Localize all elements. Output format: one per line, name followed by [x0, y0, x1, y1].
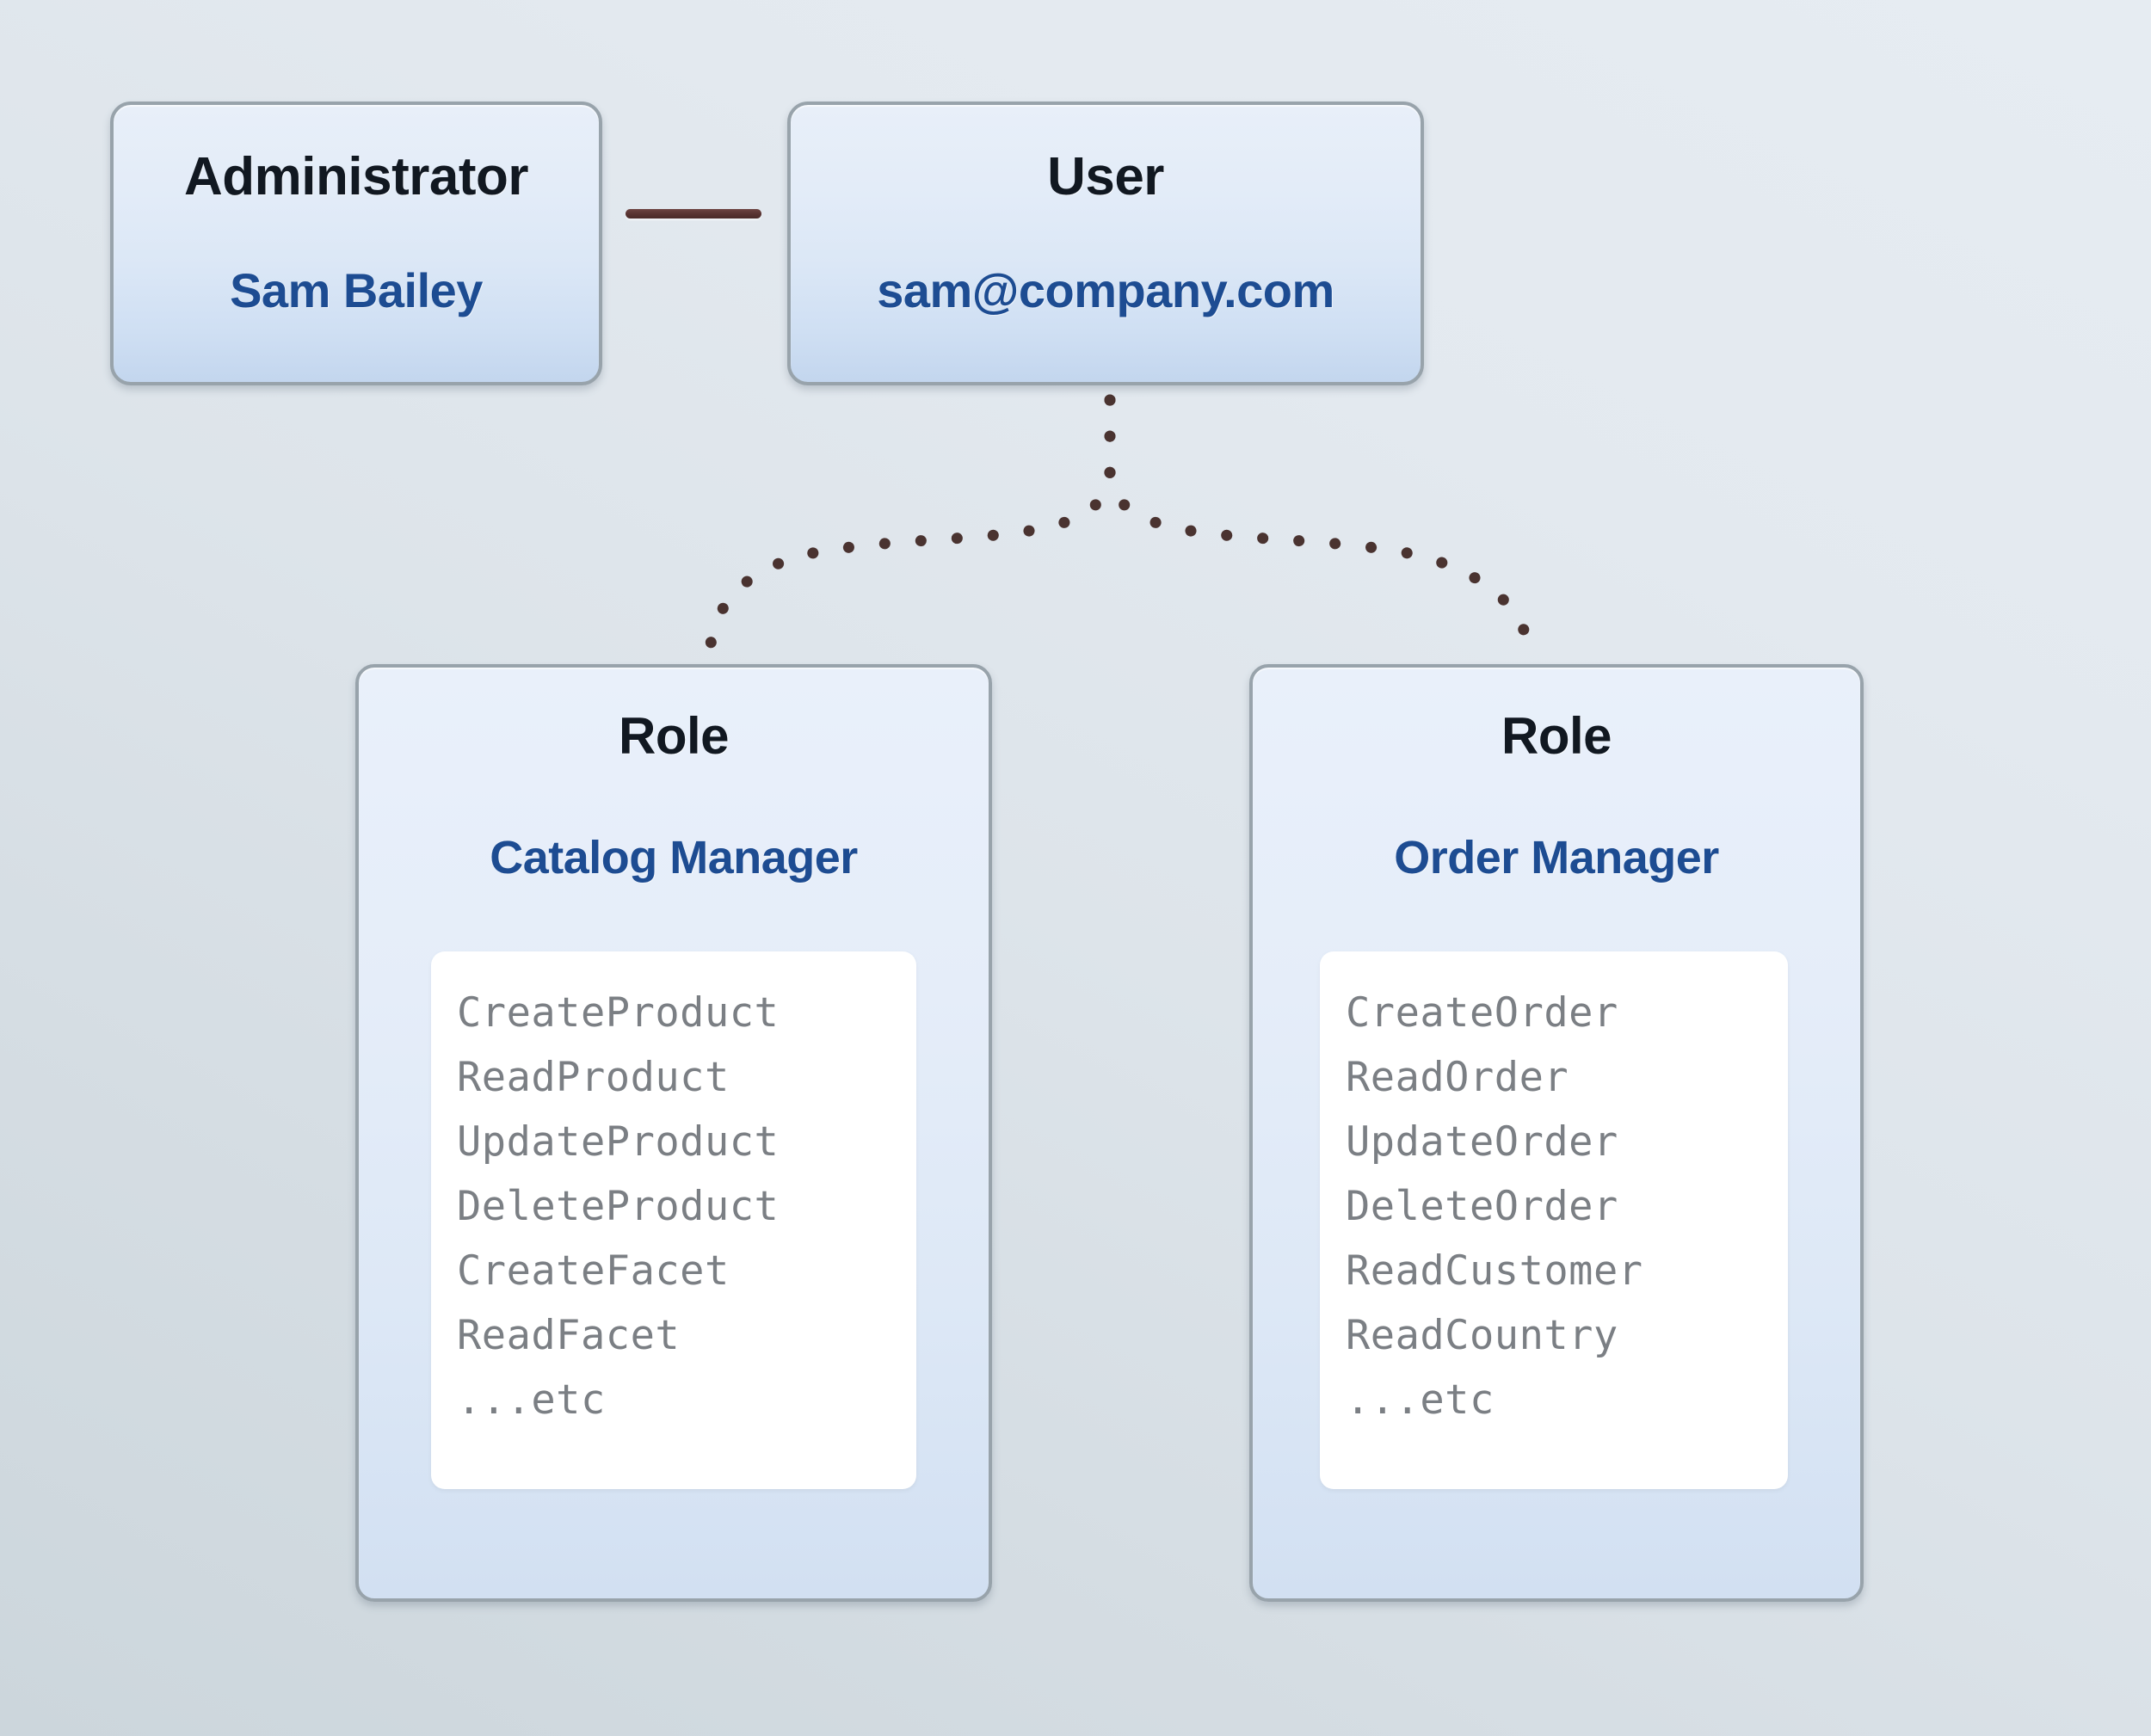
role-node-order-manager[interactable]: Role Order Manager CreateOrder ReadOrder…	[1249, 664, 1864, 1602]
permission-item: ReadOrder	[1346, 1054, 1569, 1101]
permission-item: UpdateOrder	[1346, 1118, 1618, 1166]
permission-list-order-manager: CreateOrder ReadOrder UpdateOrder Delete…	[1320, 951, 1788, 1489]
permission-list-catalog-manager: CreateProduct ReadProduct UpdateProduct …	[431, 951, 916, 1489]
permission-item: DeleteOrder	[1346, 1183, 1618, 1230]
permission-item: CreateOrder	[1346, 989, 1618, 1037]
edge-user-to-catalog-manager	[704, 394, 1116, 660]
permission-item: ...etc	[457, 1376, 606, 1424]
permission-item: ...etc	[1346, 1376, 1495, 1424]
role-title: Role	[618, 707, 730, 765]
role-name: Order Manager	[1394, 832, 1719, 883]
administrator-name: Sam Bailey	[230, 263, 483, 317]
user-email: sam@company.com	[877, 263, 1334, 317]
user-node[interactable]: User sam@company.com	[787, 102, 1424, 385]
permission-item: DeleteProduct	[457, 1183, 780, 1230]
user-title: User	[1047, 147, 1164, 206]
permission-item: CreateProduct	[457, 989, 780, 1037]
administrator-node[interactable]: Administrator Sam Bailey	[110, 102, 602, 385]
role-node-catalog-manager[interactable]: Role Catalog Manager CreateProduct ReadP…	[355, 664, 992, 1602]
permission-item: UpdateProduct	[457, 1118, 780, 1166]
role-title: Role	[1501, 707, 1612, 765]
administrator-user-link	[626, 209, 761, 219]
permission-item: ReadCustomer	[1346, 1247, 1643, 1295]
permission-item: ReadCountry	[1346, 1312, 1618, 1359]
permission-item: CreateFacet	[457, 1247, 730, 1295]
edge-user-to-order-manager	[1104, 394, 1536, 660]
permission-item: ReadFacet	[457, 1312, 681, 1359]
administrator-title: Administrator	[184, 147, 528, 206]
role-name: Catalog Manager	[490, 832, 858, 883]
permission-item: ReadProduct	[457, 1054, 730, 1101]
